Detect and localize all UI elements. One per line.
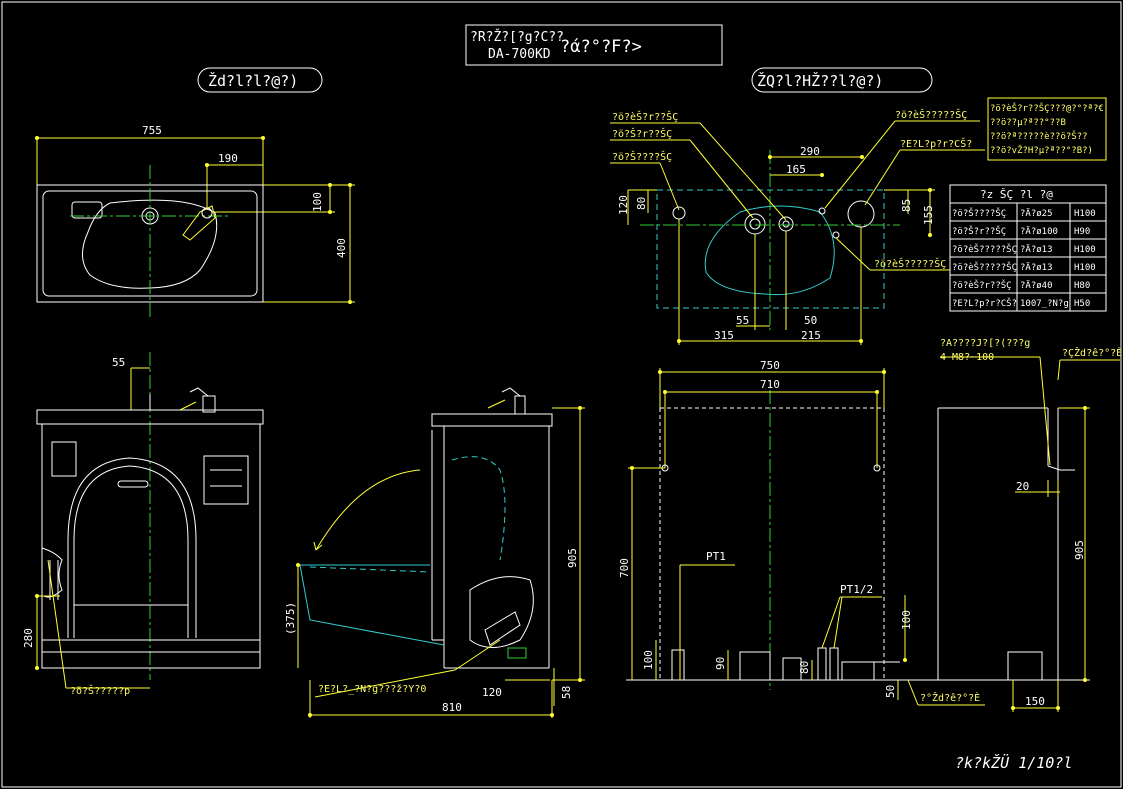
top-view: 755 190 100 400 bbox=[35, 124, 355, 320]
plumb-label-1: ?ö?èŠ?r??ŠÇ bbox=[612, 110, 678, 123]
anchor-label-1: ?A????J?[?(???g bbox=[940, 338, 1030, 349]
title-line2: ?ά?°?F?> bbox=[560, 37, 642, 57]
plumb-label-r2: ?E?L?p?r?CŠ? bbox=[900, 137, 972, 150]
dim-400: 400 bbox=[335, 238, 348, 258]
svg-text:?ö?èŠ?r??ŠÇ???@?°?ª?€: ?ö?èŠ?r??ŠÇ???@?°?ª?€ bbox=[990, 102, 1104, 114]
svg-text:?ö?Š????ŠÇ: ?ö?Š????ŠÇ bbox=[952, 207, 1006, 219]
dim-155: 155 bbox=[922, 205, 935, 225]
wall-elevation: 750 710 700 PT1 100 90 80 PT1/2 100 bbox=[618, 338, 1122, 712]
dim-50-elev: 50 bbox=[884, 685, 897, 698]
table-header: ?z ŠÇ ?l ?@ bbox=[980, 188, 1053, 201]
plan-view: 290 165 120 80 85 155 55 50 315 215 ?ö?è… bbox=[610, 108, 985, 345]
svg-text:??ö??µ?ª??°??B: ??ö??µ?ª??°??B bbox=[990, 118, 1066, 128]
plumb-label-r3: ?ö?èŠ?????ŠÇ bbox=[874, 257, 946, 270]
label-pt12: PT1/2 bbox=[840, 583, 873, 596]
svg-text:?ö?èŠ?????ŠÇ: ?ö?èŠ?????ŠÇ bbox=[952, 261, 1017, 273]
svg-text:??ö?vŽ?H?µ?ª??°?B?): ??ö?vŽ?H?µ?ª??°?B?) bbox=[990, 144, 1093, 156]
svg-text:??ö?ª?????è??ö?Š??: ??ö?ª?????è??ö?Š?? bbox=[990, 130, 1088, 142]
svg-text:?Ä?ø40: ?Ä?ø40 bbox=[1020, 280, 1053, 291]
dim-55-front: 55 bbox=[112, 356, 125, 369]
anchor-label-2: 4-M8?~100 bbox=[940, 352, 994, 363]
floor-label-bot: ?°Žd?ê?°?È bbox=[920, 691, 980, 704]
pipe-table: ?z ŠÇ ?l ?@ ?ö?Š????ŠÇ ?Ä?ø25 H100 ?ö?Š?… bbox=[949, 184, 1107, 312]
right-view-title: ŽQ?l?HŽ??l?@?) bbox=[751, 67, 933, 93]
plumb-label-r1: ?ö?èŠ?????ŠÇ bbox=[895, 108, 967, 121]
dim-55-plan: 55 bbox=[736, 314, 749, 327]
dim-290: 290 bbox=[800, 145, 820, 158]
svg-text:?Ä?ø13: ?Ä?ø13 bbox=[1020, 244, 1053, 255]
dim-120-side: 120 bbox=[482, 686, 502, 699]
dim-280: 280 bbox=[22, 628, 35, 648]
plumb-label-2: ?ö?Š?r??ŠÇ bbox=[612, 127, 672, 140]
dim-100: 100 bbox=[311, 192, 324, 212]
title-model: DA-700KD bbox=[488, 47, 551, 62]
note-box: ?ö?èŠ?r??ŠÇ???@?°?ª?€ ??ö??µ?ª??°??B ??ö… bbox=[987, 97, 1107, 161]
front-view: 55 280 ?ö?Š?????p bbox=[22, 352, 264, 697]
dim-50-plan: 50 bbox=[804, 314, 817, 327]
svg-text:?ö?èŠ?????ŠÇ: ?ö?èŠ?????ŠÇ bbox=[952, 243, 1017, 255]
svg-text:H90: H90 bbox=[1074, 227, 1090, 237]
dim-905-side: 905 bbox=[566, 548, 579, 568]
plumb-label-3: ?ö?Š????ŠÇ bbox=[612, 150, 672, 163]
dim-750: 750 bbox=[760, 359, 780, 372]
svg-text:H100: H100 bbox=[1074, 209, 1096, 219]
svg-text:H50: H50 bbox=[1074, 299, 1090, 309]
svg-text:?ö?Š?r??ŠÇ: ?ö?Š?r??ŠÇ bbox=[952, 225, 1006, 237]
svg-text:?ö?èŠ?r??ŠÇ: ?ö?èŠ?r??ŠÇ bbox=[952, 279, 1012, 291]
svg-text:?Ä?ø13: ?Ä?ø13 bbox=[1020, 262, 1053, 273]
dim-58: 58 bbox=[560, 686, 573, 699]
svg-text:?Ä?ø100: ?Ä?ø100 bbox=[1020, 226, 1058, 237]
dim-215: 215 bbox=[801, 329, 821, 342]
svg-text:1007_?N?g: 1007_?N?g bbox=[1020, 299, 1069, 309]
dim-905-elev: 905 bbox=[1073, 540, 1086, 560]
left-view-title: Žd?l?l?@?) bbox=[197, 67, 323, 93]
dim-80-plan: 80 bbox=[635, 197, 648, 210]
dim-150: 150 bbox=[1025, 695, 1045, 708]
svg-text:H100: H100 bbox=[1074, 245, 1096, 255]
dim-80-elev: 80 bbox=[798, 661, 811, 674]
svg-text:?Ä?ø25: ?Ä?ø25 bbox=[1020, 208, 1053, 219]
dim-120-plan: 120 bbox=[617, 195, 630, 215]
scale-label: ?k?kŽÜ 1/10?l bbox=[955, 753, 1072, 772]
dim-315: 315 bbox=[714, 329, 734, 342]
svg-text:H100: H100 bbox=[1074, 263, 1096, 273]
dim-810: 810 bbox=[442, 701, 462, 714]
title-block: ?R?Ž?[?g?C?? DA-700KD ?ά?°?F?> bbox=[465, 24, 723, 66]
svg-text:?E?L?p?r?CŠ?: ?E?L?p?r?CŠ? bbox=[952, 297, 1017, 309]
label-pt1: PT1 bbox=[706, 550, 726, 563]
dim-375: (375) bbox=[284, 602, 297, 635]
dim-100-b: 100 bbox=[900, 610, 913, 630]
dim-755: 755 bbox=[142, 124, 162, 137]
dim-100-a: 100 bbox=[642, 650, 655, 670]
svg-text:H80: H80 bbox=[1074, 281, 1090, 291]
dim-20: 20 bbox=[1016, 480, 1029, 493]
title-line1: ?R?Ž?[?g?C?? bbox=[470, 29, 564, 45]
svg-text:Žd?l?l?@?): Žd?l?l?@?) bbox=[208, 71, 298, 90]
side-view: 905 (375) 120 58 810 ?E?L?_?N?g???ž?Y?0 bbox=[284, 387, 585, 718]
floor-label-top: ?ÇŽd?ê?°?È bbox=[1062, 346, 1122, 359]
front-label: ?ö?Š?????p bbox=[70, 684, 130, 697]
dim-710: 710 bbox=[760, 378, 780, 391]
dim-165: 165 bbox=[786, 163, 806, 176]
dim-90: 90 bbox=[714, 657, 727, 670]
dim-85: 85 bbox=[900, 199, 913, 212]
svg-text:ŽQ?l?HŽ??l?@?): ŽQ?l?HŽ??l?@?) bbox=[757, 71, 883, 90]
dim-700: 700 bbox=[618, 558, 631, 578]
side-label: ?E?L?_?N?g???ž?Y?0 bbox=[318, 683, 426, 695]
dim-190: 190 bbox=[218, 152, 238, 165]
